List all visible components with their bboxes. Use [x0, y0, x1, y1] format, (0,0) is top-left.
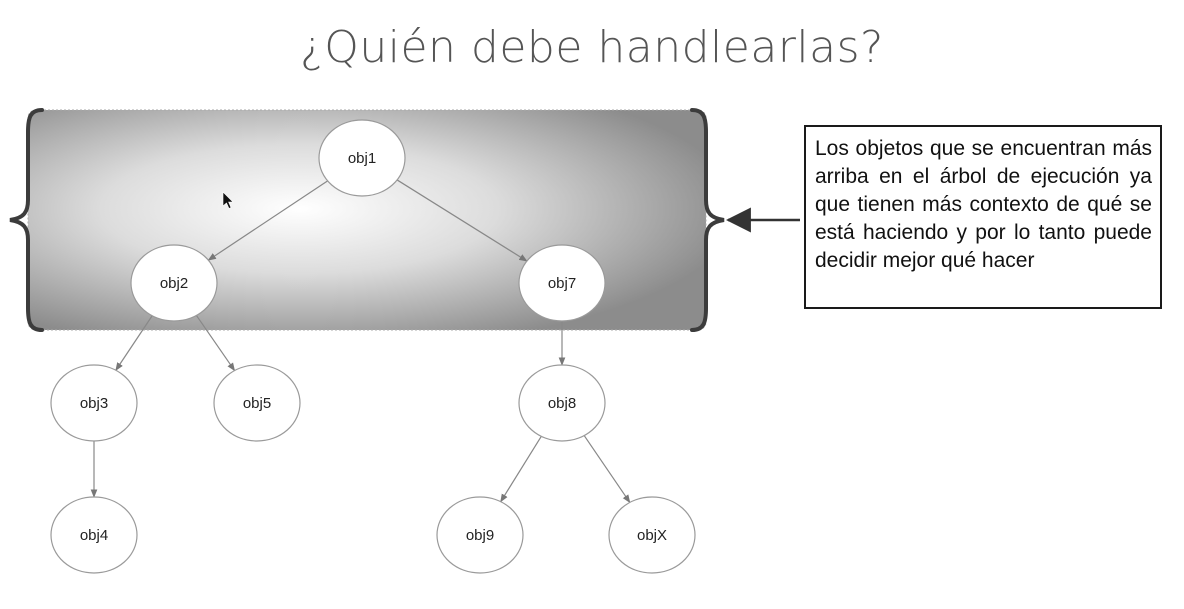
node-obj3: obj3: [50, 364, 138, 442]
node-label: obj3: [80, 395, 108, 412]
node-circle: [50, 364, 138, 442]
node-label: obj8: [548, 395, 576, 412]
edge-obj2-obj3: [115, 315, 153, 371]
node-circle: [518, 244, 606, 322]
node-obj7: obj7: [518, 244, 606, 322]
node-label: obj1: [348, 150, 376, 167]
node-obj5: obj5: [213, 364, 301, 442]
right-brace: [690, 108, 725, 332]
tree-nodes: obj1 obj2 obj7 obj3 obj5 obj8 obj4 obj9 objX: [50, 119, 696, 574]
node-circle: [213, 364, 301, 442]
node-obj8: obj8: [518, 364, 606, 442]
tree-edges: [90, 179, 631, 504]
left-brace: [9, 108, 44, 332]
callout-box: Los objetos que se encuentran más arriba…: [804, 125, 1162, 309]
edge-obj8-obj9: [500, 435, 542, 503]
edge-obj1-obj7: [396, 179, 528, 262]
node-objX: objX: [608, 496, 696, 574]
mouse-cursor-icon: [222, 191, 234, 209]
node-circle: [436, 496, 524, 574]
node-label: obj5: [243, 395, 271, 412]
node-obj4: obj4: [50, 496, 138, 574]
node-label: obj7: [548, 275, 576, 292]
node-circle: [50, 496, 138, 574]
node-label: obj9: [466, 527, 494, 544]
slide-title: ¿Quién debe handlearlas?: [300, 22, 884, 73]
edge-obj1-obj2: [207, 180, 328, 261]
node-obj9: obj9: [436, 496, 524, 574]
node-obj1: obj1: [318, 119, 406, 197]
node-label: obj2: [160, 275, 188, 292]
node-label: obj4: [80, 527, 108, 544]
node-obj2: obj2: [130, 244, 218, 322]
node-circle: [318, 119, 406, 197]
edge-obj2-obj5: [195, 315, 236, 372]
node-circle: [130, 244, 218, 322]
node-circle: [518, 364, 606, 442]
edge-obj8-objX: [583, 435, 631, 504]
node-label: objX: [637, 527, 667, 544]
node-circle: [608, 496, 696, 574]
